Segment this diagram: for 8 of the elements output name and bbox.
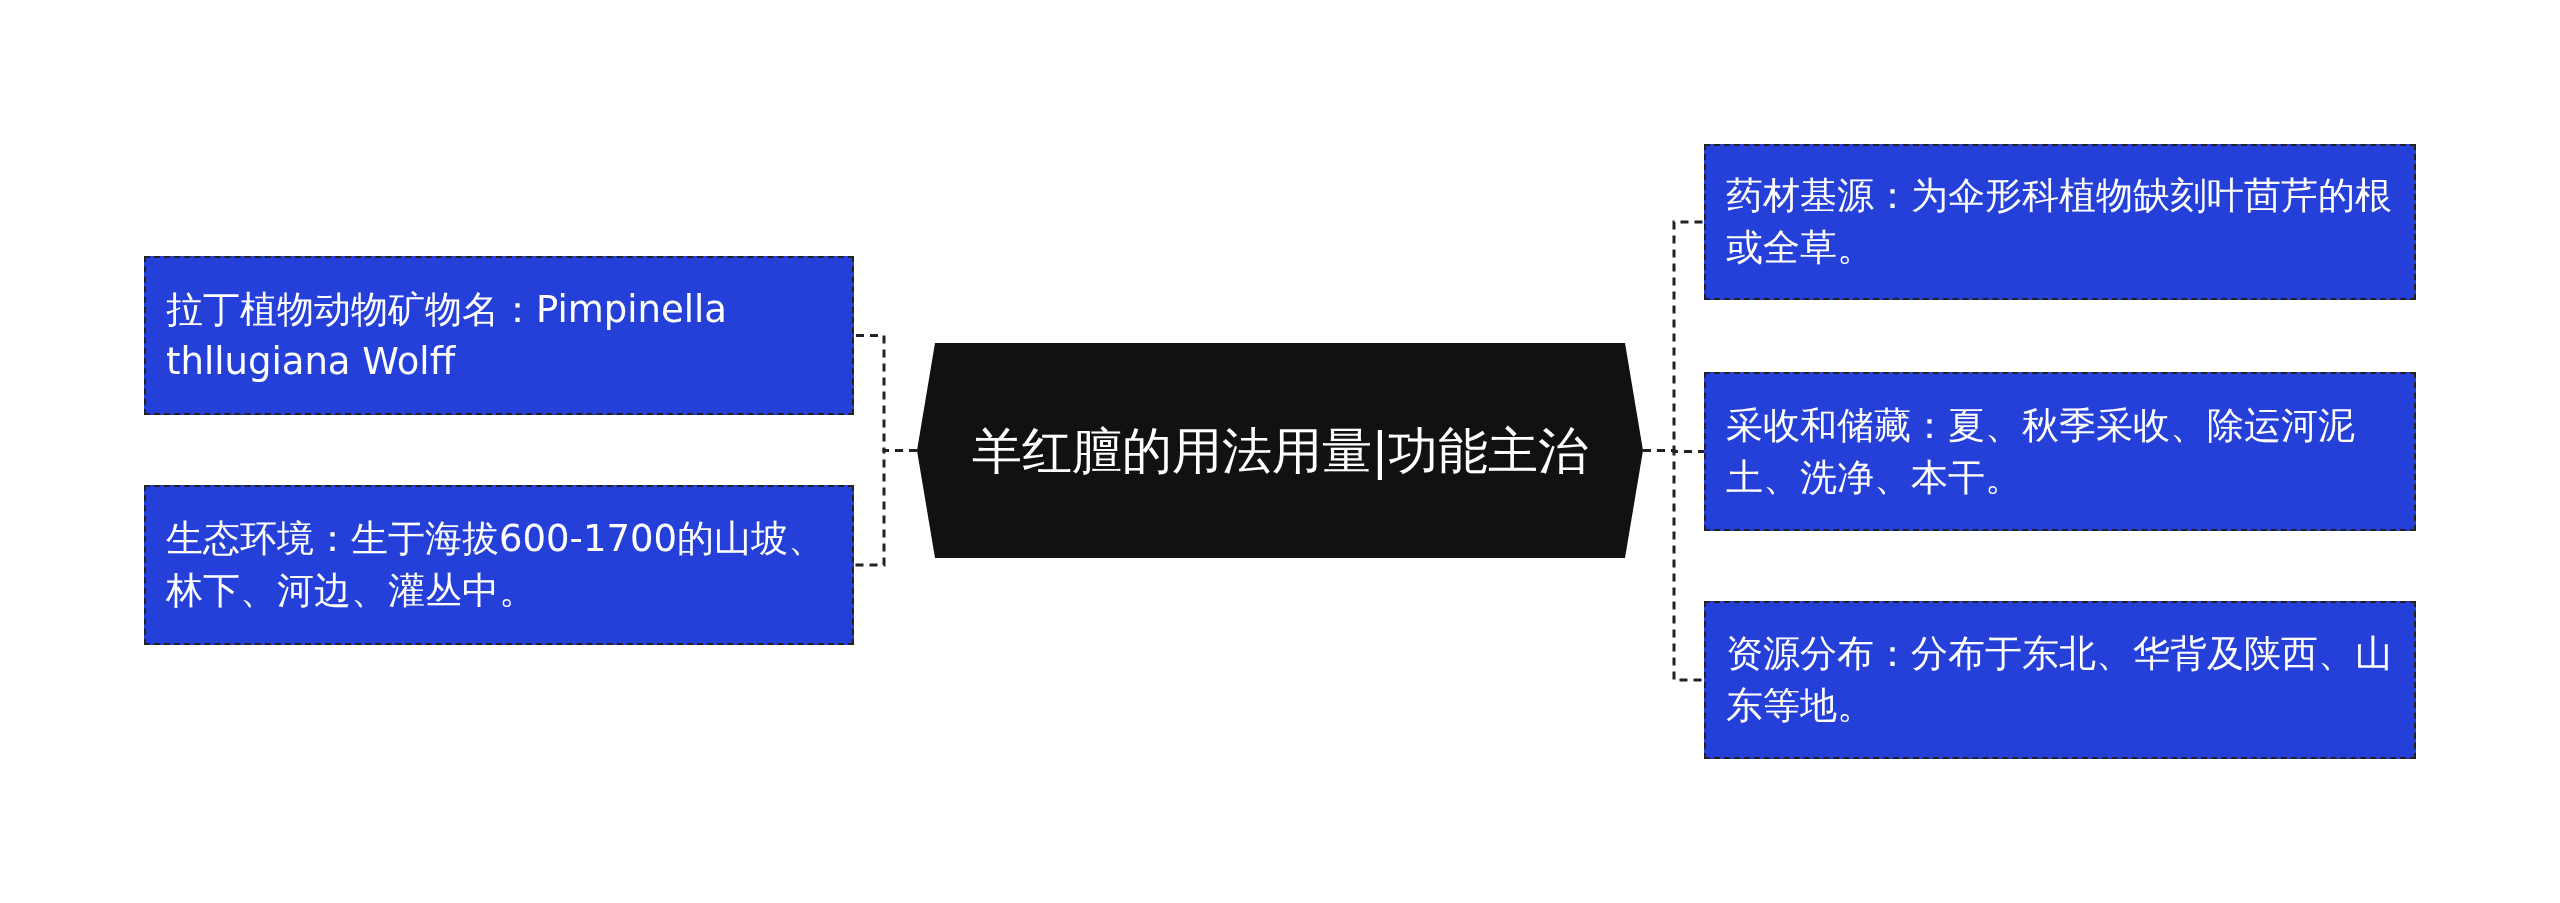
topic-text: 羊红膻的用法用量|功能主治 xyxy=(971,420,1589,482)
info-box: 生态环境：生于海拔600-1700的山坡、林下、河边、灌丛中。 xyxy=(144,485,854,645)
info-box: 拉丁植物动物矿物名：Pimpinella thllugiana Wolff xyxy=(144,256,854,415)
info-box: 药材基源：为伞形科植物缺刻叶茴芹的根或全草。 xyxy=(1704,144,2416,300)
connector xyxy=(854,449,917,567)
info-box: 采收和储藏：夏、秋季采收、除运河泥土、洗净、本干。 xyxy=(1704,372,2416,531)
connector xyxy=(1643,449,1704,682)
info-box: 资源分布：分布于东北、华背及陕西、山东等地。 xyxy=(1704,601,2416,759)
